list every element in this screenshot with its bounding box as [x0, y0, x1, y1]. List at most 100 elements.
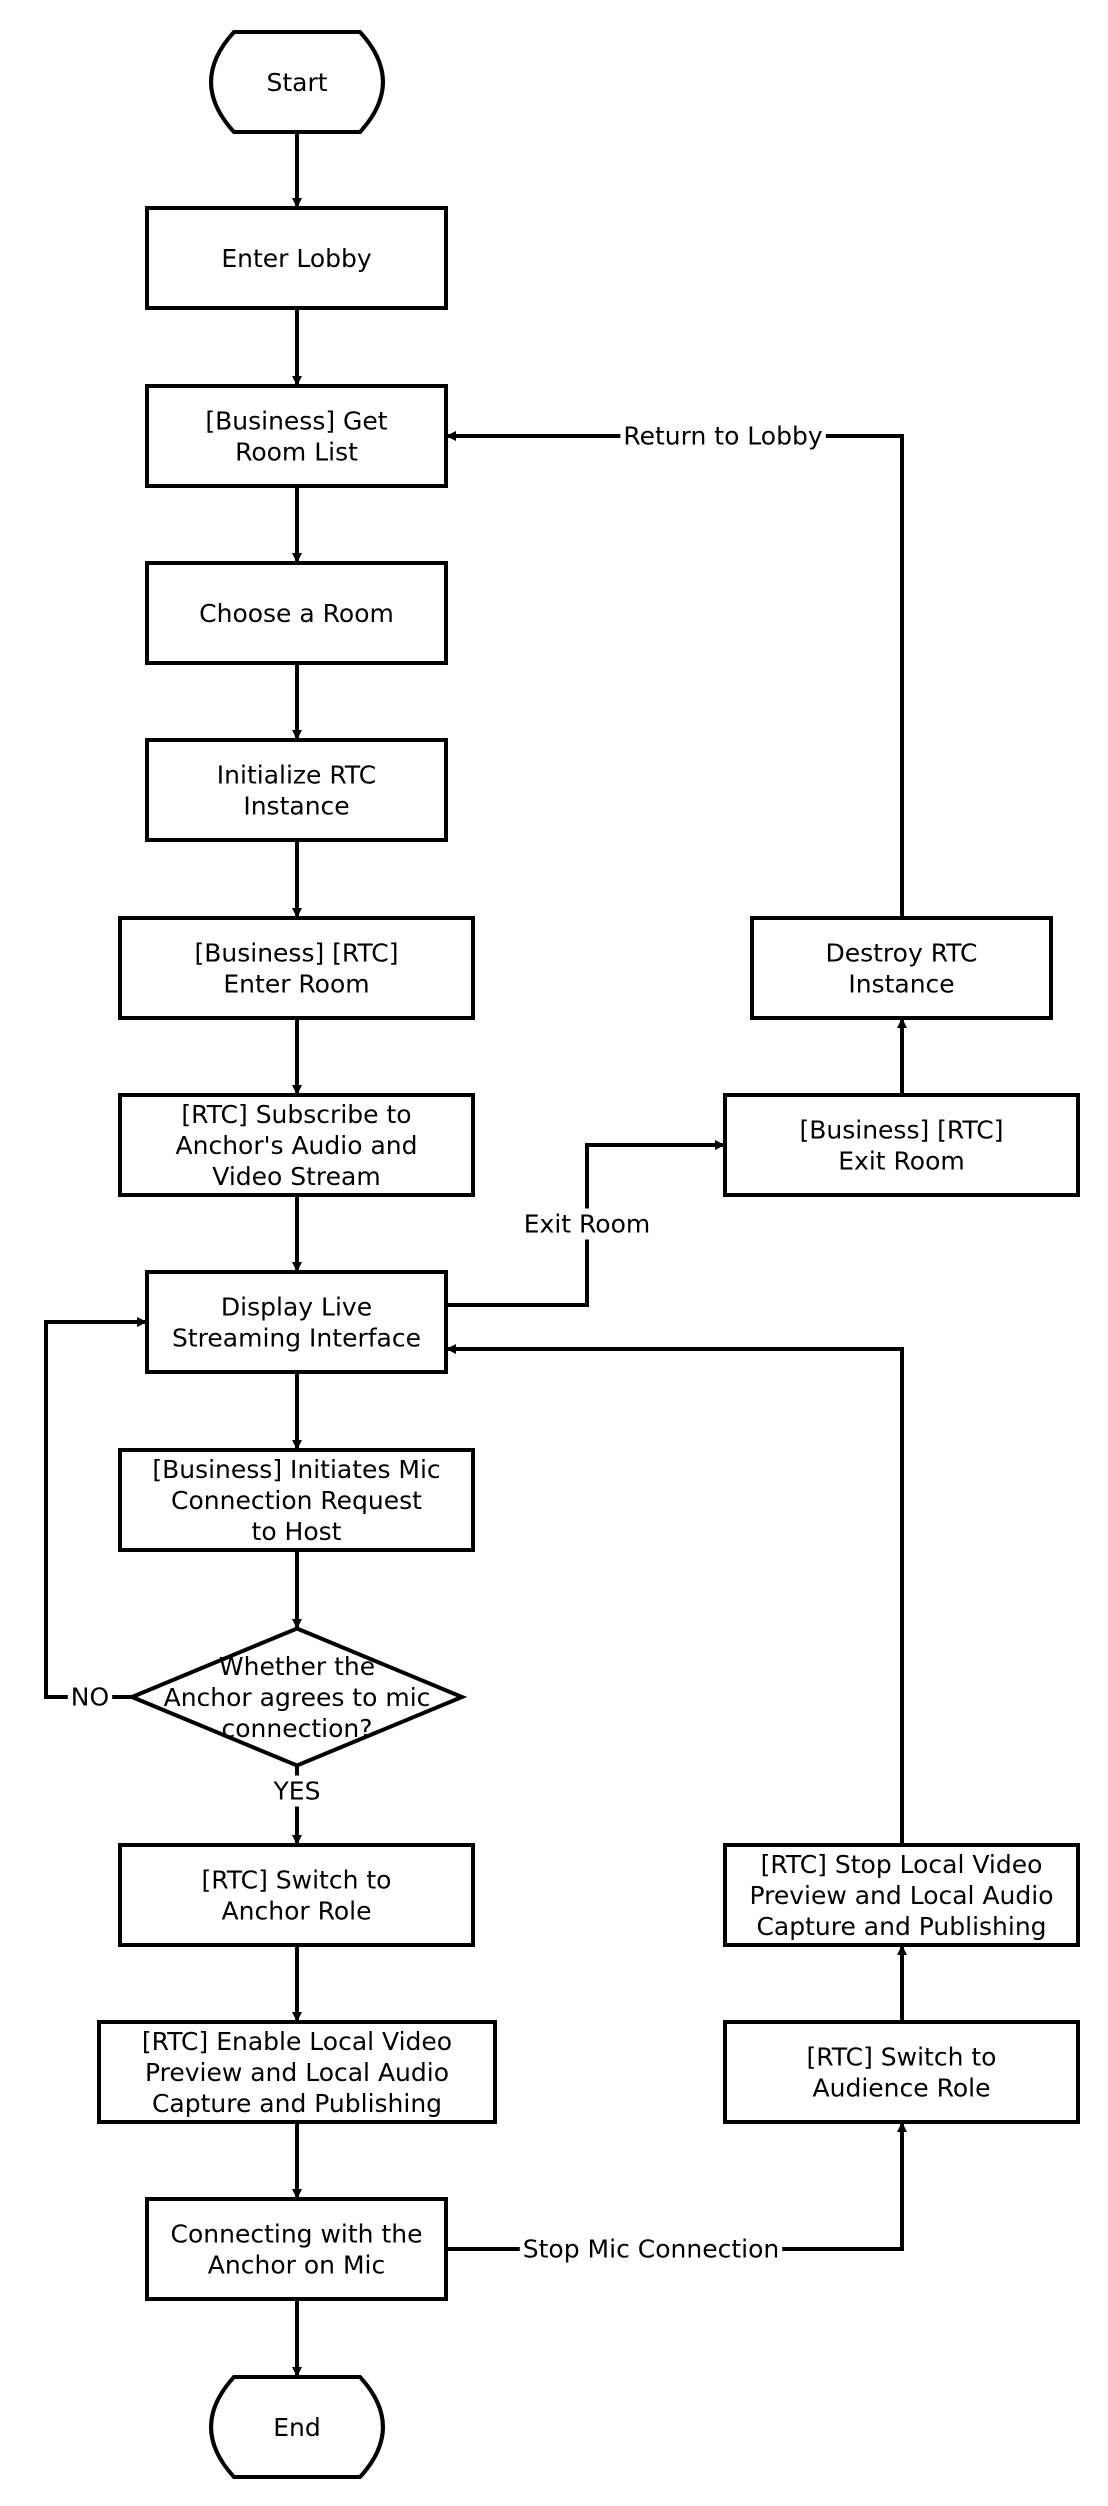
node-label-line: Room List — [235, 437, 358, 466]
node-label-line: Start — [266, 68, 327, 97]
node-box — [97, 2020, 497, 2124]
node-box — [118, 1448, 475, 1552]
node-label-line: to Host — [252, 1517, 342, 1546]
node-label-line: [RTC] Subscribe to — [181, 1100, 411, 1129]
node-label-line: [RTC] Enable Local Video — [142, 2027, 452, 2056]
node-label-line: Choose a Room — [199, 599, 394, 628]
node-label-line: [Business] [RTC] — [194, 938, 398, 967]
node-label-line: Preview and Local Audio — [749, 1881, 1053, 1910]
node-label-line: Initialize RTC — [217, 760, 376, 789]
edge-label-return-to-lobby: Return to Lobby — [620, 420, 826, 452]
node-label-line: Destroy RTC — [825, 938, 977, 967]
terminal-shape — [209, 2375, 385, 2479]
node-label-line: Instance — [243, 791, 349, 820]
edge-label-bg — [67, 1681, 113, 1713]
node-box — [118, 916, 475, 1020]
node-label-line: Audience Role — [813, 2073, 991, 2102]
node-label: End — [273, 2413, 321, 2442]
node-enter-lobby: Enter Lobby — [145, 206, 448, 310]
node-box — [145, 738, 448, 842]
node-box — [145, 384, 448, 488]
node-label-line: Streaming Interface — [172, 1323, 421, 1352]
node-label-line: [RTC] Stop Local Video — [761, 1850, 1043, 1879]
edge-connecting-audience — [446, 2122, 907, 2251]
node-label-line: connection? — [221, 1714, 372, 1743]
node-label-line: Video Stream — [212, 1162, 380, 1191]
node-box — [723, 1093, 1080, 1197]
edge-label-text: Return to Lobby — [623, 422, 822, 451]
node-label: [Business] [RTC]Enter Room — [194, 938, 398, 998]
node-label-line: [Business] Get — [205, 406, 387, 435]
edge-label-bg — [520, 1208, 654, 1240]
edge-label-text: Exit Room — [524, 1210, 650, 1239]
node-choose-room: Choose a Room — [145, 561, 448, 665]
decision-diamond — [126, 1626, 468, 1768]
node-start: Start — [209, 30, 385, 134]
node-label: Choose a Room — [199, 599, 394, 628]
node-box — [145, 1270, 448, 1374]
node-label-line: Capture and Publishing — [756, 1912, 1046, 1941]
node-label: Start — [266, 68, 327, 97]
node-label-line: [Business] Initiates Mic — [152, 1455, 440, 1484]
edge-label-text: NO — [71, 1683, 109, 1712]
node-label-line: Anchor's Audio and — [176, 1131, 418, 1160]
node-box — [118, 1843, 475, 1947]
node-box — [750, 916, 1053, 1020]
edge-label-no: NO — [67, 1681, 113, 1713]
node-box — [723, 1843, 1080, 1947]
node-label-line: Anchor Role — [222, 1896, 372, 1925]
node-label-line: Capture and Publishing — [152, 2089, 442, 2118]
node-exit-room: [Business] [RTC]Exit Room — [723, 1093, 1080, 1197]
node-box — [145, 2197, 448, 2301]
edge-label-bg — [519, 2233, 783, 2265]
node-box — [145, 561, 448, 665]
node-label-line: [RTC] Switch to — [202, 1865, 392, 1894]
edge-label-bg — [269, 1775, 324, 1807]
node-label-line: Anchor on Mic — [208, 2250, 385, 2279]
node-box — [723, 2020, 1080, 2124]
node-label-line: Connecting with the — [171, 2219, 423, 2248]
node-box — [145, 206, 448, 310]
edge-label-bg — [620, 420, 826, 452]
node-end: End — [209, 2375, 385, 2479]
node-label-line: Exit Room — [838, 1146, 964, 1175]
node-label-line: [Business] [RTC] — [799, 1115, 1003, 1144]
edge-label-stop-mic: Stop Mic Connection — [519, 2233, 783, 2265]
edge-label-exit-room: Exit Room — [520, 1208, 654, 1240]
node-label-line: Anchor agrees to mic — [164, 1683, 431, 1712]
node-label-line: Whether the — [219, 1652, 375, 1681]
node-label-line: Enter Room — [223, 969, 369, 998]
edge-destroy-roomlist — [446, 431, 904, 918]
node-label-line: Connection Request — [171, 1486, 422, 1515]
node-label-line: Enter Lobby — [221, 244, 372, 273]
edge-stop-display — [446, 1344, 904, 1845]
node-label: Enter Lobby — [221, 244, 372, 273]
edge-label-yes: YES — [269, 1775, 324, 1807]
node-label-line: Instance — [848, 969, 954, 998]
node-label-line: [RTC] Switch to — [807, 2042, 997, 2071]
node-label-line: Display Live — [221, 1292, 372, 1321]
